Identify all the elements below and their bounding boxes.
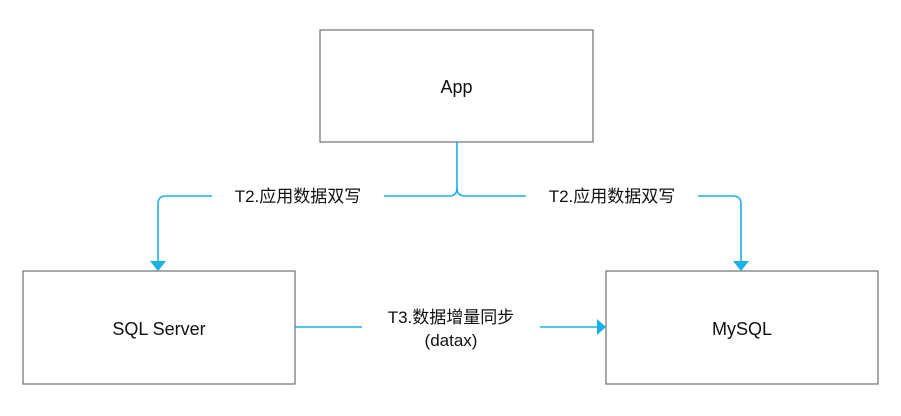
node-app-box <box>319 29 594 143</box>
arrow-head-icon <box>597 319 606 335</box>
edge-app-to-mysql-line <box>456 187 742 262</box>
edge-app-to-sqlserver: T2.应用数据双写 <box>150 142 458 271</box>
edge-label-bg <box>526 182 698 210</box>
edge-sqlserver-to-mysql-label-line1: T3.数据增量同步 <box>388 308 515 327</box>
edge-label-bg <box>362 303 540 355</box>
arrow-head-icon <box>150 261 166 271</box>
edge-label-bg <box>212 182 384 210</box>
node-mysql-label: MySQL <box>712 319 772 339</box>
node-app[interactable]: App <box>319 29 594 143</box>
edge-app-to-sqlserver-label: T2.应用数据双写 <box>235 187 362 206</box>
edge-app-to-mysql-label: T2.应用数据双写 <box>549 187 676 206</box>
arrow-head-icon <box>733 261 749 271</box>
node-mysql-box <box>605 270 879 385</box>
node-sqlserver-box <box>22 270 296 385</box>
node-sqlserver[interactable]: SQL Server <box>22 270 296 385</box>
node-mysql[interactable]: MySQL <box>605 270 879 385</box>
edge-app-to-mysql: T2.应用数据双写 <box>456 182 749 271</box>
edge-sqlserver-to-mysql: T3.数据增量同步 (datax) <box>295 303 606 355</box>
edge-sqlserver-to-mysql-label-line2: (datax) <box>425 331 478 350</box>
node-sqlserver-label: SQL Server <box>112 319 205 339</box>
node-app-label: App <box>440 77 472 97</box>
